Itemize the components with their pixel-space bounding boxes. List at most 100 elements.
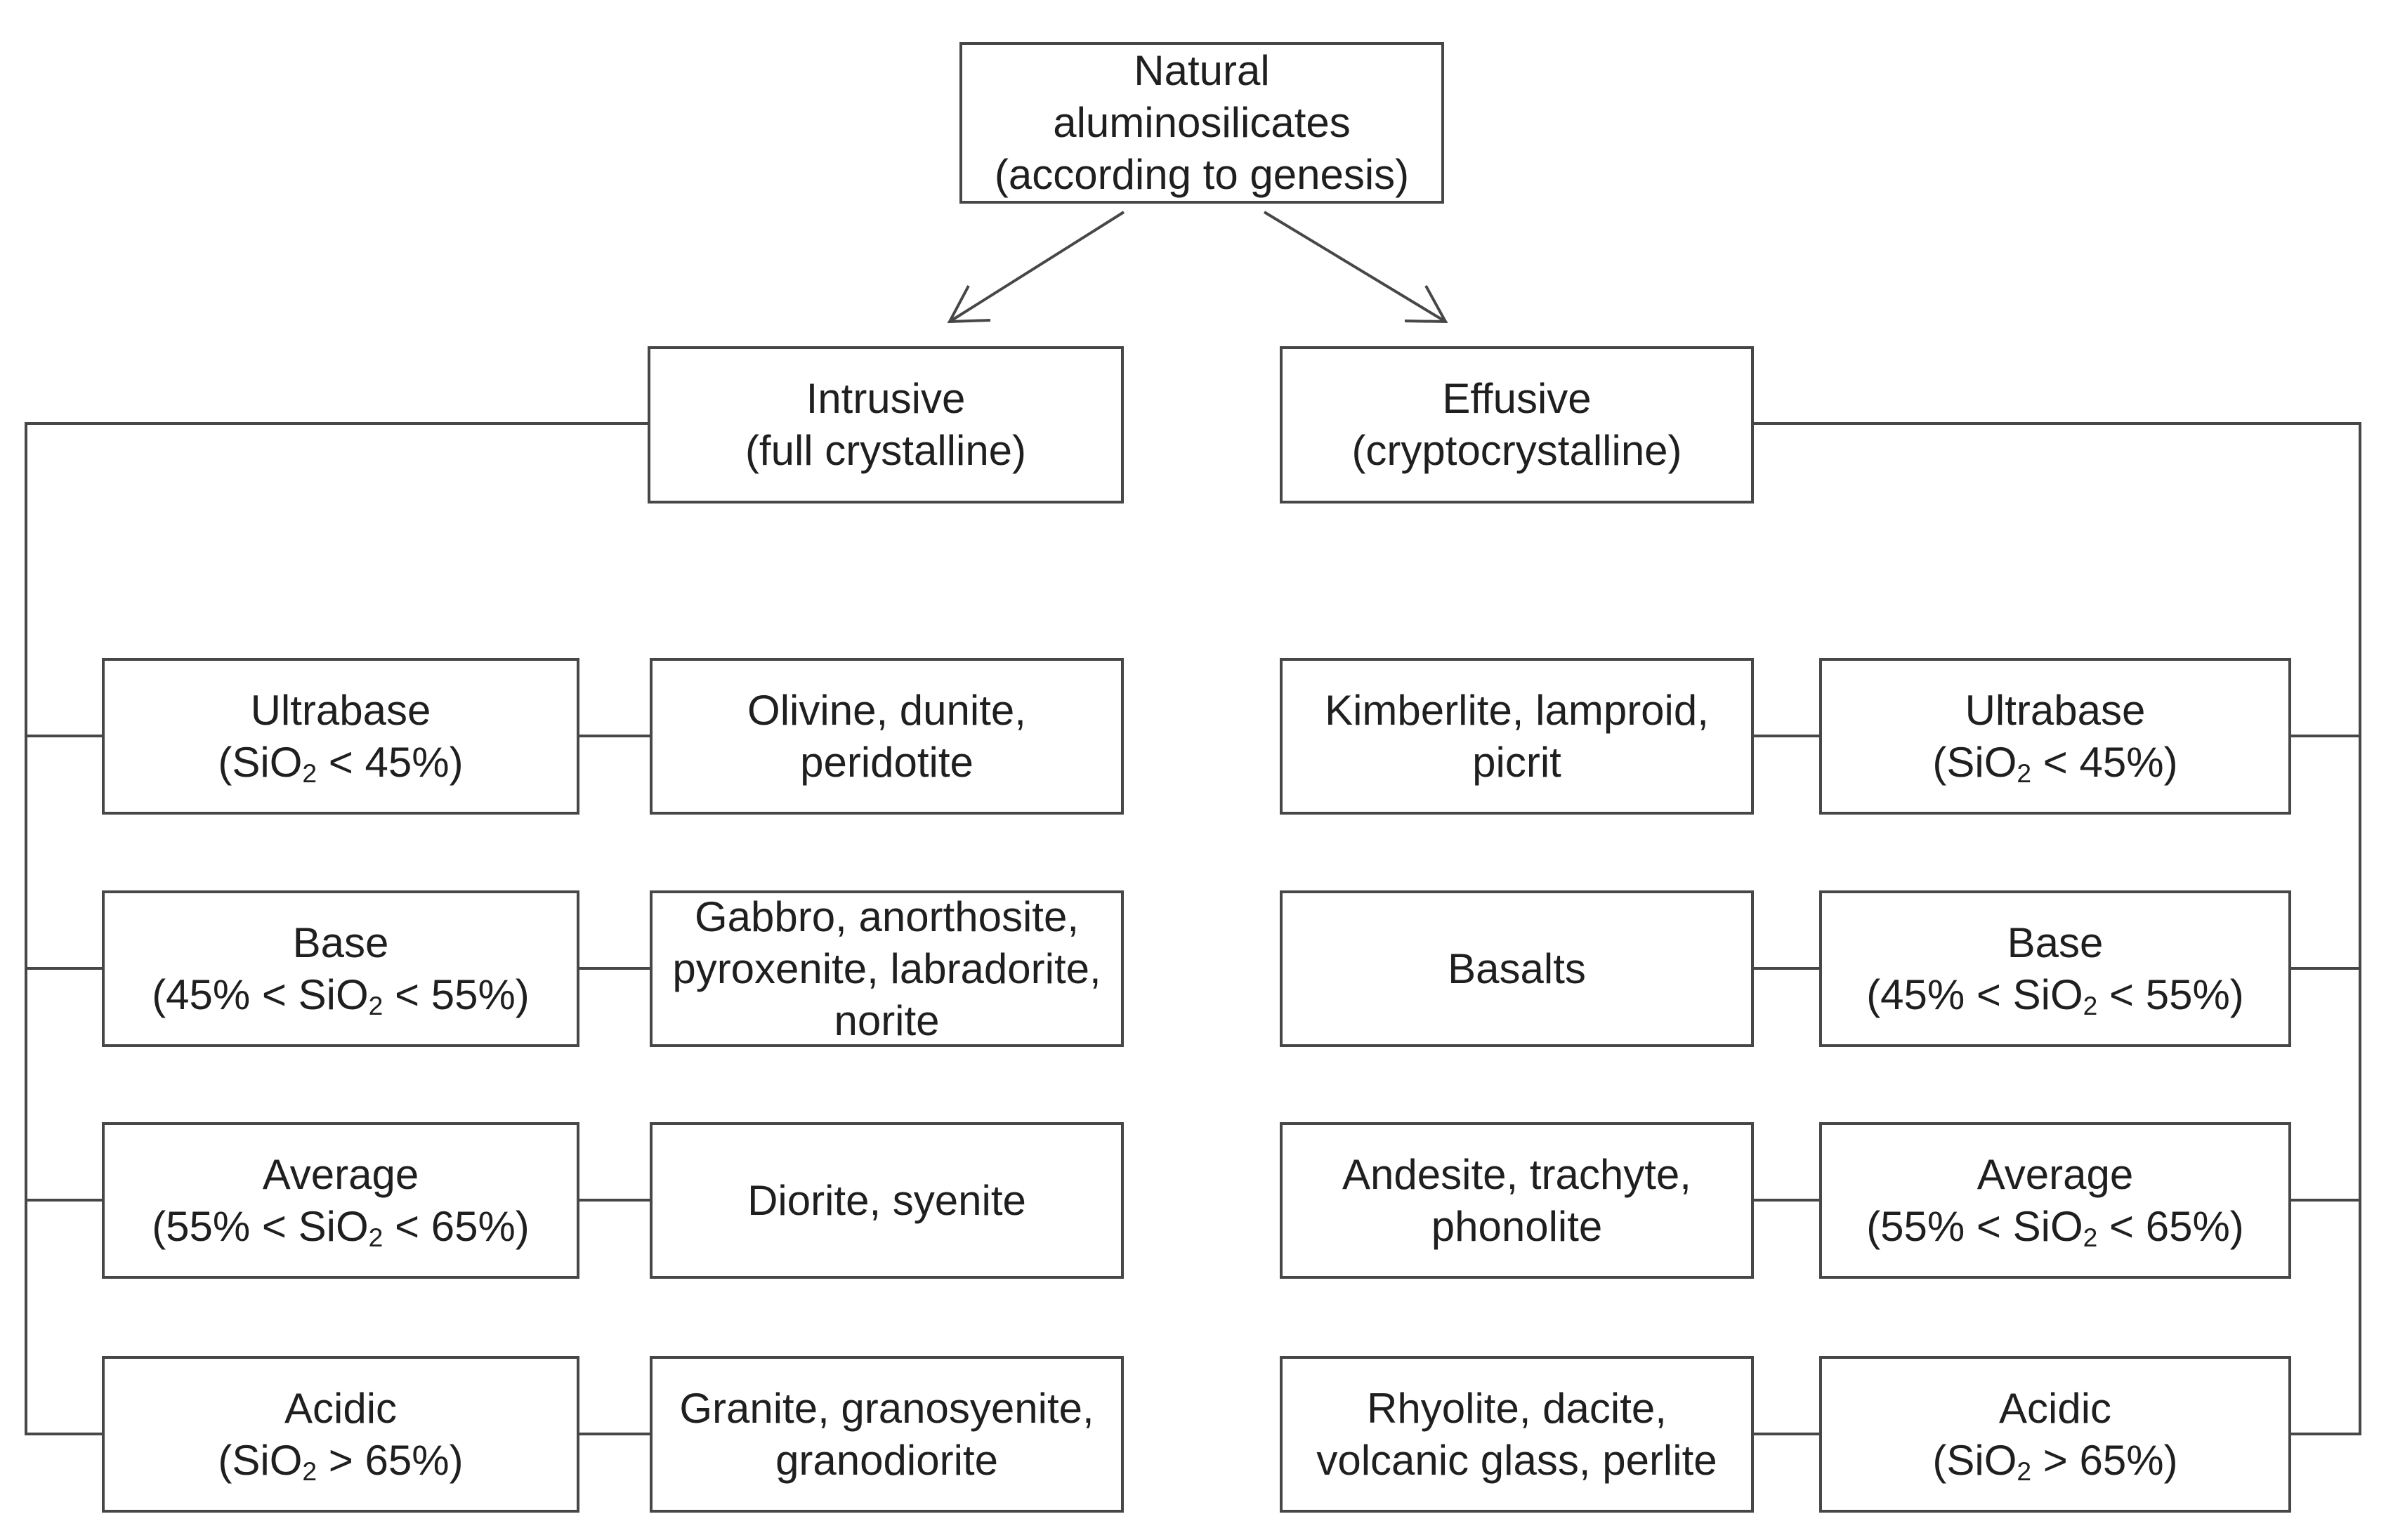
effusive-branch-box: Effusive (cryptocrystalline): [1280, 346, 1754, 504]
text-line: (cryptocrystalline): [1351, 427, 1682, 474]
formula-suffix: > 65%): [2031, 1436, 2178, 1484]
formula-suffix: < 45%): [317, 738, 464, 786]
left-acidic-rocks-box: Granite, granosyenite, granodiorite: [650, 1356, 1124, 1513]
text-line: Olivine, dunite,: [747, 686, 1026, 734]
class-title: Acidic: [284, 1384, 398, 1432]
formula-suffix: > 65%): [317, 1436, 464, 1484]
row4-right-rail-stub: [2291, 1433, 2359, 1435]
arrow-to-intrusive: [948, 211, 1125, 323]
text-line: Granite, granosyenite,: [679, 1384, 1094, 1432]
sio2-subscript: 2: [368, 990, 384, 1020]
class-title: Average: [1977, 1150, 2134, 1198]
sio2-formula: (SiO2 < 45%): [1932, 737, 2177, 789]
formula-suffix: < 65%): [383, 1202, 530, 1250]
sio2-subscript: 2: [2017, 758, 2032, 788]
text-line: picrit: [1472, 738, 1561, 786]
sio2-formula: (SiO2 > 65%): [1932, 1435, 2177, 1487]
sio2-subscript: 2: [302, 758, 317, 788]
sio2-formula: (45% < SiO2 < 55%): [152, 969, 530, 1021]
left-rail-line: [25, 422, 27, 1435]
formula-suffix: < 45%): [2031, 738, 2178, 786]
left-acidic-label-box: Acidic (SiO2 > 65%): [102, 1356, 579, 1513]
left-average-rocks-box: Diorite, syenite: [650, 1122, 1124, 1279]
formula-prefix: (SiO: [218, 738, 303, 786]
sio2-subscript: 2: [2083, 1222, 2098, 1252]
text-line: volcanic glass, perlite: [1316, 1436, 1717, 1484]
text-line: Kimberlite, lamproid,: [1325, 686, 1709, 734]
effusive-branch-line: [1754, 422, 2361, 425]
sio2-subscript: 2: [2083, 990, 2098, 1020]
root-box-natural-aluminosilicates: Natural aluminosilicates (according to g…: [959, 42, 1444, 204]
formula-prefix: (55% < SiO: [1866, 1202, 2083, 1250]
row1-right-rail-stub: [2291, 735, 2359, 737]
sio2-subscript: 2: [2017, 1456, 2032, 1486]
class-title: Acidic: [1998, 1384, 2112, 1432]
formula-prefix: (45% < SiO: [1866, 970, 2083, 1018]
intrusive-branch-box: Intrusive (full crystalline): [648, 346, 1124, 504]
formula-suffix: < 65%): [2097, 1202, 2244, 1250]
text-line: phonolite: [1431, 1202, 1603, 1250]
row4-left-rail-stub: [25, 1433, 102, 1435]
arrowhead-effusive-icon: [1404, 285, 1448, 324]
text-line: aluminosilicates: [1053, 99, 1351, 146]
sio2-formula: (55% < SiO2 < 65%): [1866, 1201, 2244, 1253]
text-line: Basalts: [1448, 945, 1586, 992]
right-rail-line: [2359, 422, 2361, 1435]
right-average-label-box: Average (55% < SiO2 < 65%): [1819, 1122, 2291, 1279]
formula-suffix: < 55%): [2097, 970, 2244, 1018]
text-line: peridotite: [800, 738, 974, 786]
sio2-formula: (SiO2 < 45%): [218, 737, 463, 789]
left-average-label-box: Average (55% < SiO2 < 65%): [102, 1122, 579, 1279]
text-line: Gabbro, anorthosite,: [694, 893, 1079, 940]
left-ultrabase-label-box: Ultrabase (SiO2 < 45%): [102, 658, 579, 815]
row2-left-pair-connector: [579, 967, 650, 970]
class-title: Base: [292, 919, 389, 966]
left-ultrabase-rocks-box: Olivine, dunite, peridotite: [650, 658, 1124, 815]
sio2-formula: (55% < SiO2 < 65%): [152, 1201, 530, 1253]
text-line: pyroxenite, labradorite,: [672, 945, 1101, 992]
formula-prefix: (SiO: [218, 1436, 303, 1484]
class-title: Base: [2007, 919, 2104, 966]
row3-right-pair-connector: [1754, 1199, 1819, 1202]
row1-left-rail-stub: [25, 735, 102, 737]
text-line: Rhyolite, dacite,: [1367, 1384, 1667, 1432]
text-line: Andesite, trachyte,: [1342, 1150, 1691, 1198]
formula-prefix: (55% < SiO: [152, 1202, 369, 1250]
left-base-label-box: Base (45% < SiO2 < 55%): [102, 890, 579, 1047]
row2-right-pair-connector: [1754, 967, 1819, 970]
arrowhead-intrusive-icon: [947, 285, 991, 324]
class-title: Ultrabase: [250, 686, 431, 734]
text-line: Intrusive: [806, 375, 966, 422]
formula-suffix: < 55%): [383, 970, 530, 1018]
sio2-formula: (45% < SiO2 < 55%): [1866, 969, 2244, 1021]
right-base-rocks-box: Basalts: [1280, 890, 1754, 1047]
sio2-subscript: 2: [368, 1222, 384, 1252]
row4-left-pair-connector: [579, 1433, 650, 1435]
right-ultrabase-label-box: Ultrabase (SiO2 < 45%): [1819, 658, 2291, 815]
right-ultrabase-rocks-box: Kimberlite, lamproid, picrit: [1280, 658, 1754, 815]
row1-right-pair-connector: [1754, 735, 1819, 737]
right-acidic-rocks-box: Rhyolite, dacite, volcanic glass, perlit…: [1280, 1356, 1754, 1513]
class-title: Ultrabase: [1965, 686, 2146, 734]
right-acidic-label-box: Acidic (SiO2 > 65%): [1819, 1356, 2291, 1513]
formula-prefix: (SiO: [1932, 738, 2017, 786]
text-line: norite: [834, 996, 940, 1044]
left-base-rocks-box: Gabbro, anorthosite, pyroxenite, labrado…: [650, 890, 1124, 1047]
row3-left-rail-stub: [25, 1199, 102, 1202]
right-base-label-box: Base (45% < SiO2 < 55%): [1819, 890, 2291, 1047]
text-line: granodiorite: [775, 1436, 998, 1484]
right-average-rocks-box: Andesite, trachyte, phonolite: [1280, 1122, 1754, 1279]
text-line: (according to genesis): [994, 151, 1410, 198]
sio2-subscript: 2: [302, 1456, 317, 1486]
row1-left-pair-connector: [579, 735, 650, 737]
formula-prefix: (SiO: [1932, 1436, 2017, 1484]
text-line: Effusive: [1442, 375, 1592, 422]
row3-left-pair-connector: [579, 1199, 650, 1202]
sio2-formula: (SiO2 > 65%): [218, 1435, 463, 1487]
text-line: Natural: [1134, 47, 1270, 94]
row4-right-pair-connector: [1754, 1433, 1819, 1435]
text-line: (full crystalline): [745, 427, 1027, 474]
row2-right-rail-stub: [2291, 967, 2359, 970]
arrow-to-effusive: [1263, 211, 1447, 323]
